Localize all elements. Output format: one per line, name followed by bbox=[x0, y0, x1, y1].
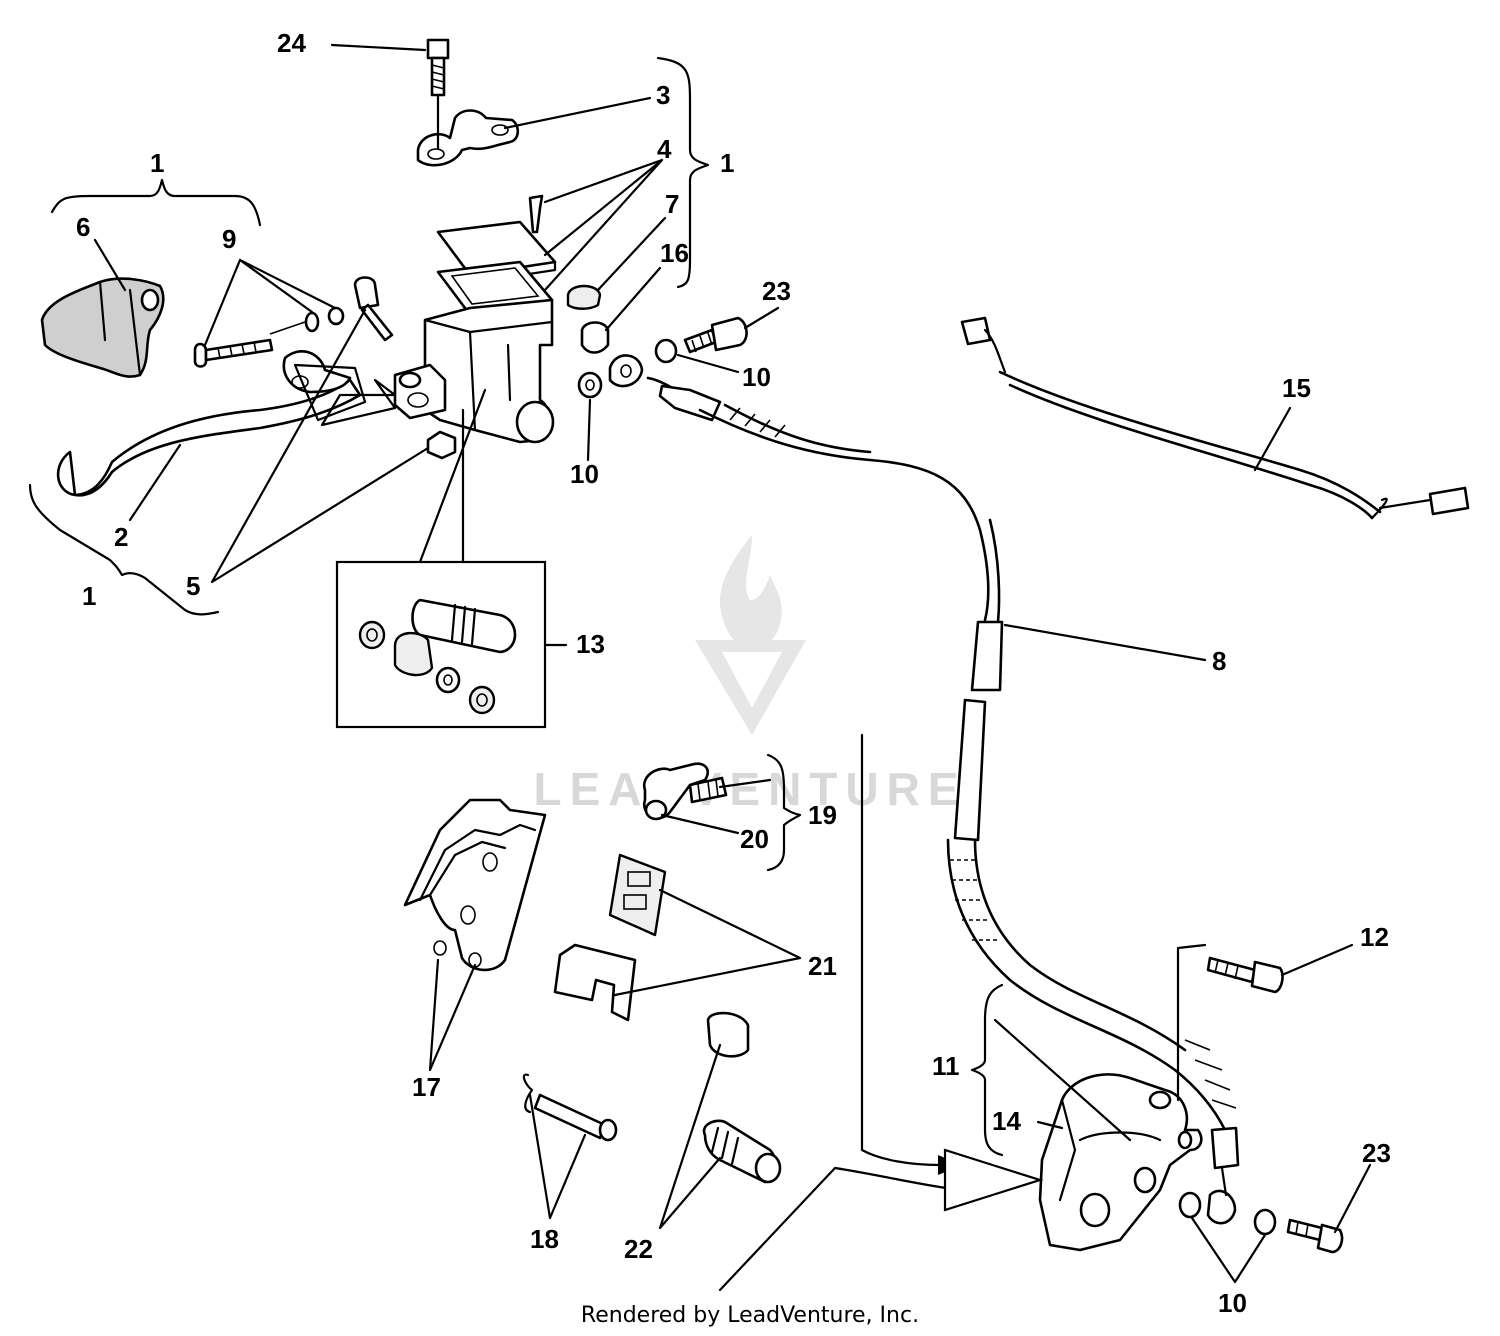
callout-15: 15 bbox=[1282, 373, 1311, 403]
pivot-bolt-5-part bbox=[353, 276, 394, 342]
callout-18: 18 bbox=[530, 1224, 559, 1254]
washer-10-part bbox=[577, 371, 603, 399]
callout-23-caliper: 23 bbox=[1362, 1138, 1391, 1168]
brake-switch-wire-15-part bbox=[960, 316, 1470, 520]
seal-7-part bbox=[566, 284, 602, 310]
callout-21: 21 bbox=[808, 951, 837, 981]
callout-10-lower: 10 bbox=[570, 459, 599, 489]
master-cylinder-assembly bbox=[353, 38, 748, 460]
callout-3: 3 bbox=[656, 80, 670, 110]
clamp-3-part bbox=[416, 109, 520, 167]
watermark-v-icon bbox=[695, 640, 806, 735]
leader-lines bbox=[28, 43, 1372, 1292]
lever-cover-6-part bbox=[40, 277, 165, 378]
callout-20: 20 bbox=[740, 824, 769, 854]
callout-8: 8 bbox=[1212, 646, 1226, 676]
callout-14: 14 bbox=[992, 1106, 1021, 1136]
callout-16: 16 bbox=[660, 238, 689, 268]
callout-6: 6 bbox=[76, 212, 90, 242]
callout-19: 19 bbox=[808, 800, 837, 830]
callout-1-top-left: 1 bbox=[150, 148, 164, 178]
callout-11: 11 bbox=[932, 1051, 960, 1081]
pad-pin-18-part bbox=[522, 1073, 618, 1142]
pad-shim-21-part bbox=[608, 853, 667, 937]
bolt-24-part bbox=[426, 38, 450, 97]
callout-1-bottom-left: 1 bbox=[82, 581, 96, 611]
watermark: LEADVENTURE bbox=[533, 535, 966, 815]
callout-4: 4 bbox=[657, 134, 672, 164]
piston-kit-13-inset bbox=[335, 560, 547, 729]
callout-10-top-right: 10 bbox=[742, 362, 771, 392]
brake-hose-8-part bbox=[646, 376, 1240, 1170]
brake-lever-2-part bbox=[56, 378, 362, 497]
banjo-bolt-23-caliper-part bbox=[1286, 1218, 1344, 1254]
footer-credit: Rendered by LeadVenture, Inc. bbox=[581, 1303, 919, 1328]
bleeder-19-part bbox=[642, 762, 728, 821]
screw-4-part bbox=[528, 194, 544, 234]
pad-spring-21-part bbox=[553, 943, 637, 1022]
adjuster-screw-9-part bbox=[193, 306, 345, 368]
callout-5: 5 bbox=[186, 571, 200, 601]
callout-10-bottom: 10 bbox=[1218, 1288, 1247, 1318]
brake-pads-17-part bbox=[403, 798, 547, 972]
slide-pin-22-part bbox=[702, 1119, 782, 1184]
callouts: 24 3 4 1 1 1 6 9 7 16 23 10 10 15 2 5 13… bbox=[76, 28, 1391, 1318]
boot-16-part bbox=[580, 321, 610, 354]
callout-17: 17 bbox=[412, 1072, 441, 1102]
washer-10-caliper-part bbox=[1178, 1191, 1202, 1219]
callout-23-top: 23 bbox=[762, 276, 791, 306]
nut-5-part bbox=[426, 430, 457, 460]
callout-1-master-cylinder: 1 bbox=[720, 148, 734, 178]
watermark-flame-icon bbox=[720, 535, 782, 649]
callout-9: 9 bbox=[222, 224, 236, 254]
callout-24: 24 bbox=[277, 28, 306, 58]
watermark-text: LEADVENTURE bbox=[533, 763, 966, 815]
callout-13: 13 bbox=[576, 629, 605, 659]
slide-boot-22-part bbox=[706, 1011, 750, 1058]
banjo-fitting-part bbox=[608, 354, 644, 388]
callout-12: 12 bbox=[1360, 922, 1389, 952]
caliper-14-part bbox=[1038, 1073, 1203, 1252]
callout-22: 22 bbox=[624, 1234, 653, 1264]
banjo-bolt-23-part bbox=[683, 316, 748, 354]
callout-2: 2 bbox=[114, 522, 128, 552]
mounting-bolt-12-part bbox=[1206, 956, 1284, 994]
callout-7: 7 bbox=[665, 189, 679, 219]
